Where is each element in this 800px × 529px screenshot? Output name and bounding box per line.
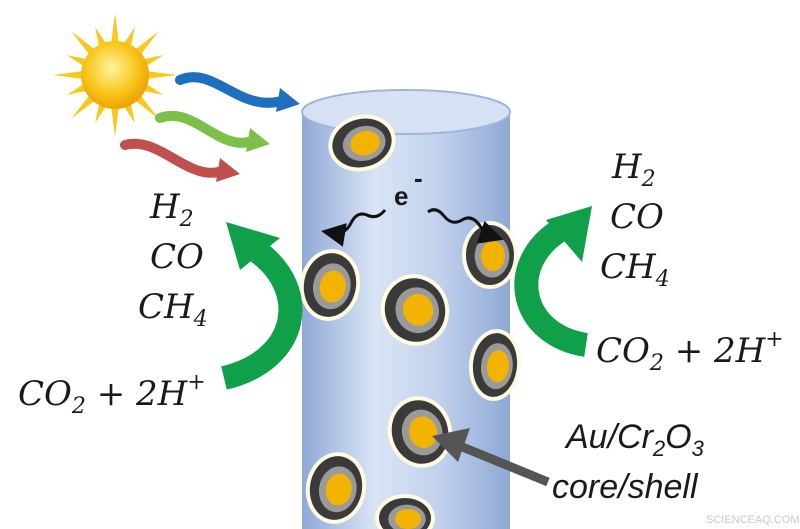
left-products: H2 CO CH4 (138, 187, 208, 332)
sun-ray (142, 55, 164, 67)
electron-transfer: e - (321, 163, 504, 247)
sun-ray (123, 26, 135, 48)
sun-ray (95, 26, 107, 48)
right-products: H2 CO CH4 (600, 147, 670, 292)
svg-text:CO: CO (150, 237, 204, 277)
watermark: SCIENCEAQ.COM (706, 514, 800, 526)
electron-path-left (321, 209, 387, 247)
core-shell-particle (328, 114, 396, 172)
core-shell-particle (462, 221, 518, 289)
sun-ray (71, 31, 96, 56)
right-reactant: CO2 + 2H+ (596, 327, 784, 376)
sun-icon (53, 13, 177, 137)
core-shell-particle (375, 494, 435, 529)
core-shell-particle (299, 249, 361, 321)
green-arrow-left (220, 222, 303, 390)
catalyst-pointer-arrow (432, 428, 550, 487)
core-shell-particles (299, 114, 522, 529)
light-rays (120, 72, 300, 182)
electron-path-right (427, 208, 504, 244)
svg-text:H2: H2 (149, 187, 194, 232)
sun-ray (146, 71, 177, 79)
catalyst-label: Au/Cr2O3 core/shell (552, 418, 705, 506)
core-shell-particle (305, 452, 367, 524)
sun-ray (66, 55, 88, 67)
core-shell-particle (387, 396, 453, 468)
svg-text:CO: CO (610, 197, 664, 237)
sun-ray (123, 102, 135, 124)
core-shell-particle (468, 329, 522, 401)
svg-text:H2: H2 (611, 147, 656, 192)
green-arrow-right (514, 206, 592, 357)
red-ray-arrow (120, 138, 230, 178)
sun-ray (71, 94, 96, 119)
sun-ray (142, 83, 164, 95)
blue-ray-arrow (175, 72, 290, 108)
sun-ray (134, 94, 159, 119)
sun-ray (134, 31, 159, 56)
core-shell-particle (380, 274, 450, 346)
green-ray-arrow (155, 110, 260, 148)
svg-text:CH4: CH4 (138, 287, 208, 332)
left-reactant: CO2 + 2H+ (18, 370, 206, 419)
sun-ray (111, 13, 119, 44)
sun-ray (95, 102, 107, 124)
electron-symbol: e (394, 181, 408, 211)
sun-ray (53, 71, 84, 79)
svg-text:Au/Cr2O3: Au/Cr2O3 (564, 418, 705, 461)
sun-ray (111, 106, 119, 137)
svg-text:CH4: CH4 (600, 247, 670, 292)
svg-text:core/shell: core/shell (552, 468, 699, 506)
electron-charge: - (414, 163, 423, 193)
sun-ray (66, 83, 88, 95)
